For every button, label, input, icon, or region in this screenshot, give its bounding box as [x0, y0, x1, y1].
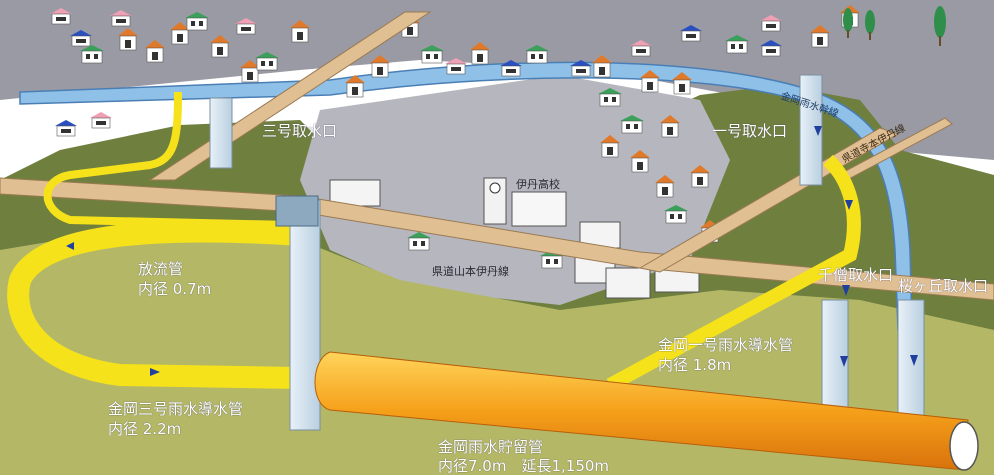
conduit-3-name: 金岡三号雨水導水管: [108, 400, 244, 418]
storage-pipe: [314, 351, 969, 471]
discharge-pipe-name: 放流管: [138, 260, 184, 278]
discharge-pipe-diameter: 内径 0.7m: [138, 280, 212, 298]
storage-pipe-name: 金岡雨水貯留管: [438, 438, 544, 456]
conduit-1-name: 金岡一号雨水導水管: [658, 336, 794, 354]
shaft-main: [289, 199, 321, 431]
conduit-3-pipe: [7, 220, 311, 389]
road-main: [0, 177, 994, 301]
intake-sakuragaoka-label: 桜ヶ丘取水口: [898, 277, 989, 295]
conduit-3-diameter: 内径 2.2m: [108, 420, 182, 438]
trees: [843, 6, 946, 46]
intake-senzo-label: 千僧取水口: [818, 266, 894, 284]
school-label: 伊丹高校: [516, 178, 560, 191]
school-buildings: [329, 177, 700, 299]
prefectural-road-label: 県道山本伊丹線: [432, 265, 509, 278]
storage-pipe-spec: 内径7.0m 延長1,150m: [438, 457, 610, 475]
discharge-pipe: [43, 91, 291, 229]
intake-3-label: 三号取水口: [262, 122, 338, 140]
conduit-1-pipe: [606, 154, 861, 392]
shaft-3: [209, 97, 233, 169]
conduit-1-diameter: 内径 1.8m: [658, 356, 732, 374]
shaft-sakuragaoka: [897, 299, 925, 431]
shaft-1: [799, 74, 823, 186]
flow-arrows: [66, 126, 918, 376]
storage-pipe-end: [949, 421, 979, 471]
intake-1-label: 一号取水口: [712, 122, 788, 140]
